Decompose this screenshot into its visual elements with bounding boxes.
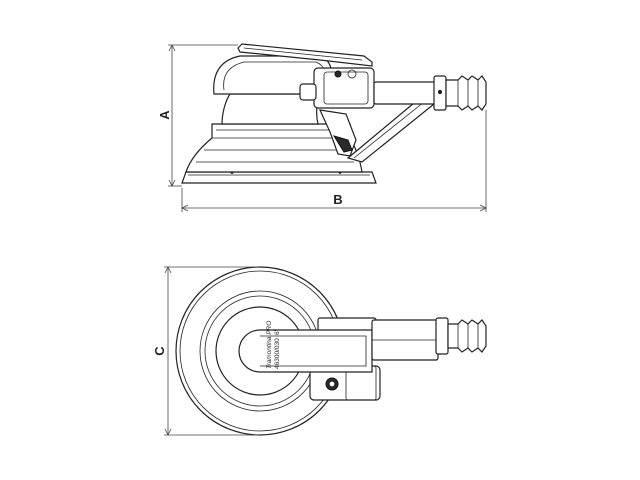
- sanding-pad: [181, 171, 377, 184]
- valve-knob-icon: [347, 69, 357, 79]
- dimension-b-arrow-left: [181, 204, 189, 212]
- dust-nozzle-dark: [332, 135, 353, 153]
- valve-side-cap: [299, 83, 317, 101]
- top-hose-barb: [447, 319, 487, 353]
- dimension-a-arrow-top: [168, 44, 176, 52]
- dimension-b-arrow-right: [479, 204, 487, 212]
- dimension-c: C: [152, 266, 260, 436]
- dimension-a-arrow-bottom: [168, 179, 176, 187]
- dimension-c-arrow-top: [164, 266, 172, 274]
- side-view: [181, 43, 487, 184]
- engraving-brand: Tramontina PRO: [266, 321, 273, 369]
- valve-block-inner: [323, 71, 369, 105]
- air-tube: [373, 81, 437, 105]
- engraving-size: 6": [274, 328, 281, 335]
- dimension-c-label: C: [152, 346, 167, 356]
- valve-screw-icon: [334, 70, 342, 78]
- dimension-a: A: [157, 44, 238, 187]
- throttle-lever-line: [243, 47, 363, 61]
- top-valve-knob-center: [328, 380, 336, 388]
- exhaust-hose-line: [353, 101, 425, 159]
- dimension-c-arrow-bottom: [164, 428, 172, 436]
- throttle-lever: [237, 43, 373, 67]
- top-air-collar: [435, 317, 449, 355]
- valve-block: [313, 67, 375, 109]
- dimension-a-label: A: [157, 110, 172, 120]
- hose-barb: [445, 75, 487, 111]
- top-handle-inner: [260, 335, 367, 367]
- dimension-b-label: B: [333, 192, 342, 207]
- collar-mark: [437, 89, 443, 95]
- engraving-group: Tramontina PRO 46300/030 6": [266, 321, 281, 369]
- engraving-model: 46300/030: [274, 338, 281, 369]
- dimension-b: B: [181, 110, 487, 212]
- top-view: Tramontina PRO 46300/030 6": [175, 266, 487, 436]
- top-handle: [238, 329, 373, 373]
